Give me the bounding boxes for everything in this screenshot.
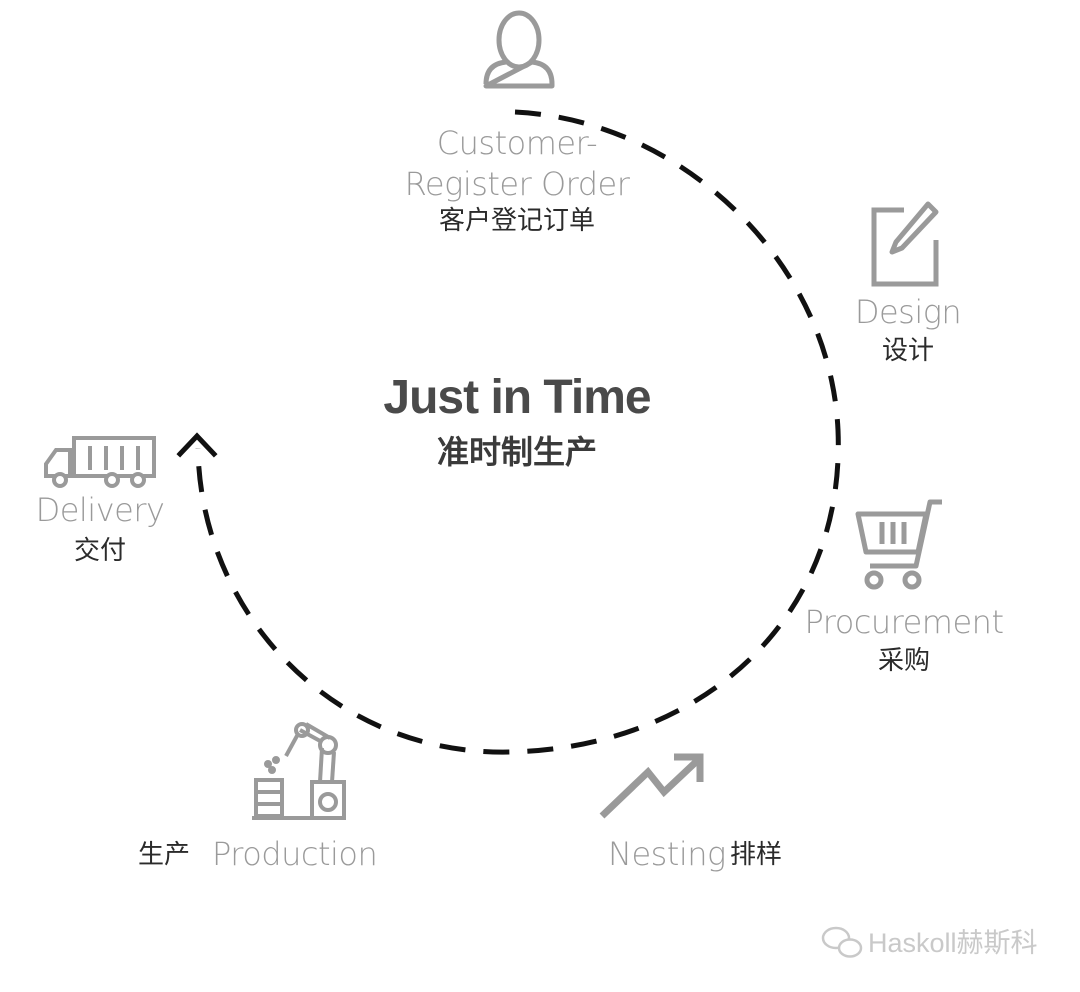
customer-label-zh: 客户登记订单: [438, 206, 596, 236]
delivery-label-zh: 交付: [73, 536, 127, 566]
design-label-zh: 设计: [881, 336, 935, 366]
design-pencil-icon: [871, 201, 939, 287]
truck-icon: [44, 436, 156, 488]
wechat-icon: [821, 926, 863, 958]
nesting-label-zh: 排样: [730, 840, 783, 870]
design-label: Design: [854, 293, 962, 331]
page-title: Just in Time: [383, 371, 651, 424]
procurement-label: Procurement: [804, 603, 1004, 641]
watermark-text: Haskoll赫斯科: [868, 928, 1038, 958]
customer-label-line2: Register Order: [404, 165, 630, 203]
robot-arm-icon: [252, 722, 346, 820]
user-icon: [483, 10, 555, 89]
cycle-arrowhead: [176, 432, 218, 458]
shopping-cart-icon: [855, 499, 942, 590]
production-label-zh: 生产: [138, 840, 191, 870]
nesting-label: Nesting: [608, 835, 726, 873]
production-label: Production: [212, 835, 378, 873]
cycle-dashed-path: [195, 109, 841, 755]
delivery-label: Delivery: [35, 491, 165, 529]
trend-arrow-icon: [599, 753, 704, 819]
customer-label-line1: Customer-: [436, 124, 598, 162]
procurement-label-zh: 采购: [877, 646, 931, 676]
page-subtitle: 准时制生产: [436, 433, 598, 471]
